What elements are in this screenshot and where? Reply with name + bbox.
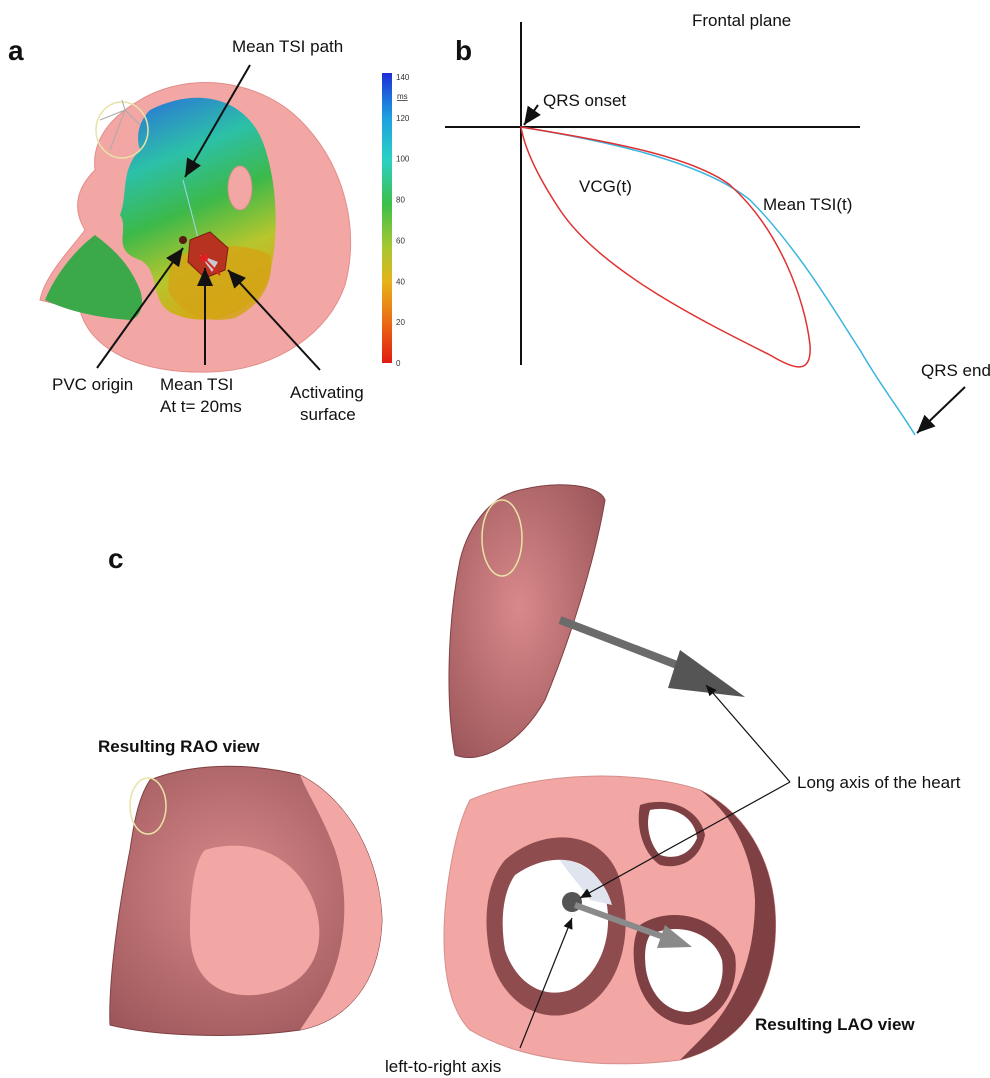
colorbar-tick-label: 100: [396, 155, 410, 164]
panel-c: c Resulting RAO view: [98, 485, 961, 1076]
arrow-qrs-end: [917, 387, 965, 433]
label-lao-view: Resulting LAO view: [755, 1015, 915, 1034]
colorbar-tick-label: 140: [396, 73, 410, 82]
colorbar-tick-label: 120: [396, 114, 410, 123]
pvc-origin-point: [179, 236, 187, 244]
vcg-curve: [521, 127, 810, 367]
colorbar-tick-label: 0: [396, 359, 401, 368]
panel-a: a Mean TSI path PVC origin Mean TSI A: [8, 35, 410, 424]
label-qrs-end: QRS end: [921, 361, 990, 380]
arrow-long-axis-top: [706, 685, 790, 782]
label-rao-view: Resulting RAO view: [98, 737, 260, 756]
label-lr-axis: left-to-right axis: [385, 1057, 501, 1076]
label-qrs-onset: QRS onset: [543, 91, 626, 110]
panel-b-letter: b: [455, 35, 472, 66]
arrow-qrs-onset: [524, 105, 538, 125]
colorbar-ticks: 140 120 100 80 60 40 20 0: [396, 73, 410, 368]
label-mean-tsi-line1: Mean TSI: [160, 375, 233, 394]
heart-side-view: [449, 485, 605, 758]
label-long-axis: Long axis of the heart: [797, 773, 961, 792]
label-pvc-origin: PVC origin: [52, 375, 133, 394]
colorbar-tick-label: 60: [396, 236, 405, 245]
label-mean-tsi-path: Mean TSI path: [232, 37, 343, 56]
panel-c-letter: c: [108, 543, 124, 574]
mean-tsi-curve: [521, 127, 915, 435]
label-mean-tsi-curve: Mean TSI(t): [763, 195, 852, 214]
colorbar-unit: ms: [397, 92, 408, 101]
colorbar: 140 120 100 80 60 40 20 0 ms: [382, 73, 410, 368]
label-activating-line2: surface: [300, 405, 356, 424]
panel-b-title: Frontal plane: [692, 11, 791, 30]
colorbar-gradient: [382, 73, 392, 363]
long-axis-arrow: [560, 620, 745, 697]
colorbar-tick-label: 20: [396, 318, 405, 327]
colorbar-tick-label: 40: [396, 277, 405, 286]
panel-b: b Frontal plane QRS onset QRS end VCG(t)…: [445, 11, 990, 435]
panel-a-hole: [228, 166, 252, 210]
colorbar-tick-label: 80: [396, 196, 405, 205]
label-vcg: VCG(t): [579, 177, 632, 196]
label-activating-line1: Activating: [290, 383, 364, 402]
label-mean-tsi-line2: At t= 20ms: [160, 397, 242, 416]
panel-a-letter: a: [8, 35, 24, 66]
